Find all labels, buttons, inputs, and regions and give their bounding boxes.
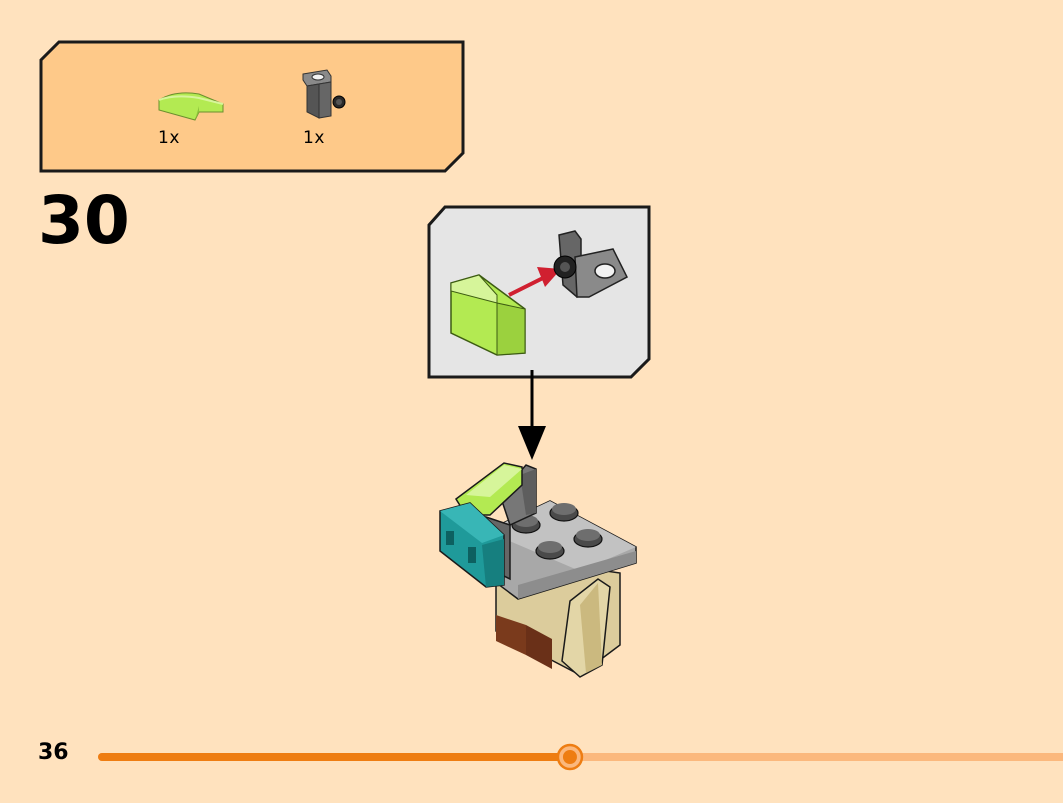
step-number: 30 xyxy=(38,182,130,259)
part-item-lime-slope xyxy=(155,88,227,128)
part-item-bracket xyxy=(299,68,353,126)
main-model xyxy=(430,455,650,689)
model-illustration xyxy=(439,462,637,678)
lime-curved-slope-icon xyxy=(158,92,224,121)
progress-marker xyxy=(556,743,584,771)
model-teal-tile xyxy=(439,502,505,588)
part-count-bracket: 1x xyxy=(303,128,325,148)
callout-connector-arrow xyxy=(500,370,564,470)
parts-box-frame xyxy=(39,40,465,173)
part-count-lime-slope: 1x xyxy=(158,128,180,148)
bracket-piece xyxy=(553,230,628,299)
progress-bar xyxy=(96,740,1063,778)
sub-assembly-callout xyxy=(427,205,653,383)
lime-slope-piece xyxy=(450,274,526,356)
page-number: 36 xyxy=(38,740,69,765)
callout-frame xyxy=(427,205,651,379)
parts-list-box: 1x 1x xyxy=(39,40,465,173)
bracket-plate-icon xyxy=(302,69,346,119)
